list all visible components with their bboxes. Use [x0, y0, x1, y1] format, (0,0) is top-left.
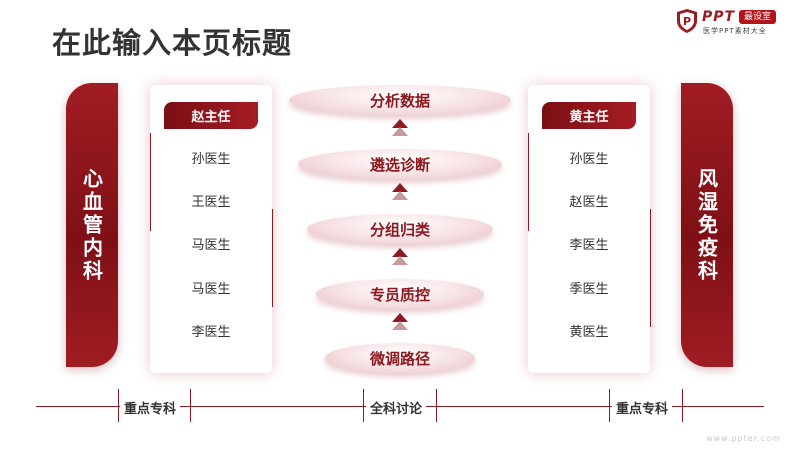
doctor-name: 马医生: [191, 282, 231, 297]
left-leader-badge: 赵主任: [164, 102, 258, 129]
svg-text:P: P: [683, 15, 691, 28]
logo-subtitle: 医学PPT素材大全: [703, 27, 767, 35]
process-step: 微调路径: [325, 343, 475, 373]
timeline-tick: [682, 389, 683, 422]
page-title: 在此输入本页标题: [52, 26, 293, 60]
process-step: 分析数据: [289, 85, 511, 115]
doctor-name: 李医生: [569, 238, 609, 253]
doctor-name: 黄医生: [569, 325, 609, 340]
process-step: 专员质控: [316, 279, 484, 309]
right-department-name: 风湿免疫科: [694, 167, 719, 283]
logo-ppt-text: PPT: [702, 9, 736, 25]
right-leader-badge: 黄主任: [542, 102, 636, 129]
doctor-name: 王医生: [191, 195, 231, 210]
doctor-name: 孙医生: [569, 152, 609, 167]
brand-logo: P PPT 最设室 医学PPT素材大全: [676, 8, 794, 38]
left-doctor-card: 赵主任 孙医生 王医生 马医生 马医生 李医生: [150, 85, 273, 373]
left-department-name: 心血管内科: [79, 167, 104, 283]
doctor-name: 赵医生: [569, 195, 609, 210]
up-arrow-icon: [392, 313, 408, 330]
timeline-label-center: 全科讨论: [366, 398, 427, 417]
doctor-name: 李医生: [191, 325, 231, 340]
doctor-name: 马医生: [191, 238, 231, 253]
card-accent-line: [650, 209, 651, 327]
timeline-tick: [190, 389, 191, 422]
shield-icon: P: [677, 9, 697, 33]
timeline-label-right: 重点专科: [612, 398, 673, 417]
doctor-name: 季医生: [569, 282, 609, 297]
timeline-tick: [118, 389, 119, 422]
logo-badge: 最设室: [739, 10, 777, 24]
right-doctor-card: 黄主任 孙医生 赵医生 李医生 季医生 黄医生: [528, 85, 651, 373]
footer-url: www.ppter.com: [706, 434, 781, 443]
up-arrow-icon: [392, 183, 408, 200]
card-accent-line: [150, 133, 151, 231]
timeline-tick: [436, 389, 437, 422]
timeline-tick: [609, 389, 610, 422]
card-accent-line: [528, 133, 529, 231]
right-department-bar: 风湿免疫科: [681, 83, 733, 367]
timeline-label-left: 重点专科: [120, 398, 181, 417]
process-step: 遴选诊断: [298, 149, 502, 179]
process-step: 分组归类: [307, 214, 493, 244]
up-arrow-icon: [392, 119, 408, 136]
left-department-bar: 心血管内科: [66, 83, 118, 367]
doctor-name: 孙医生: [191, 152, 231, 167]
card-accent-line: [272, 209, 273, 307]
timeline-tick: [363, 389, 364, 422]
up-arrow-icon: [392, 248, 408, 265]
